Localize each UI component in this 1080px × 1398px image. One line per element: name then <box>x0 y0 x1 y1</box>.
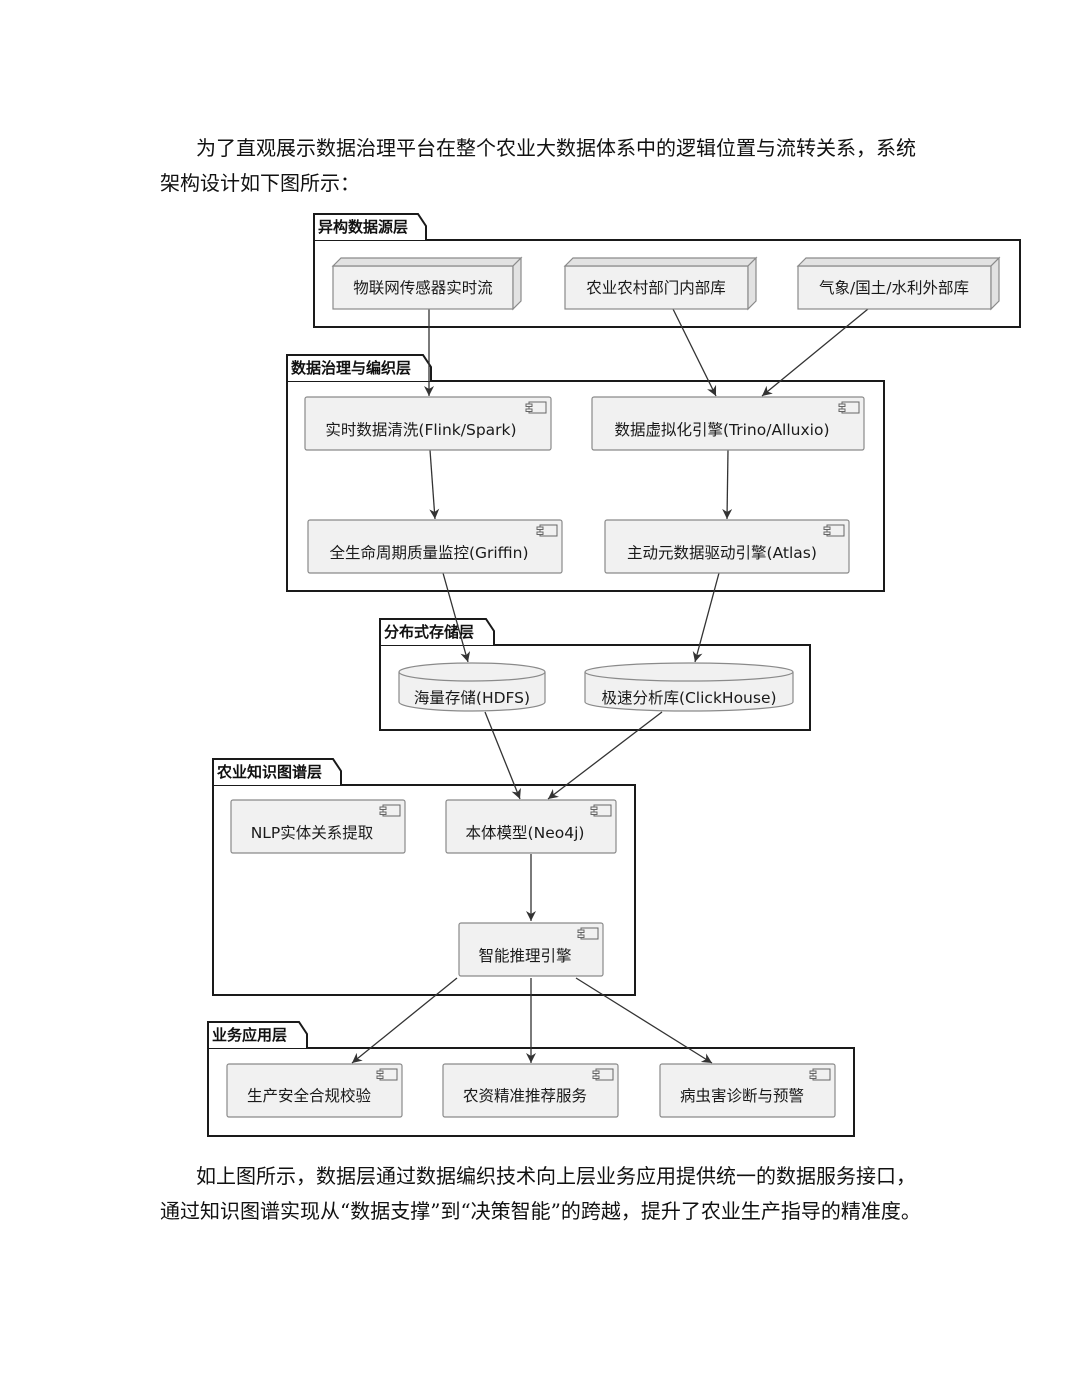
component-box <box>442 1063 619 1118</box>
edge-weather-dept-to-virtualization <box>761 308 869 397</box>
database-hdfs: 海量存储(HDFS) <box>398 662 546 712</box>
component-box <box>304 396 552 451</box>
component-box <box>659 1063 836 1118</box>
component-realtime-clean: 实时数据清洗(Flink/Spark) <box>304 396 552 451</box>
edge-metadata-to-clickhouse <box>692 572 720 663</box>
node-box-depth <box>796 257 1001 267</box>
edge-agri-dept-to-virtualization <box>672 308 717 397</box>
node-box-depth <box>990 256 1000 311</box>
conclusion-paragraph: 如上图所示，数据层通过数据编织技术向上层业务应用提供统一的数据服务接口，通过知识… <box>160 1164 921 1223</box>
node-label: 气象/国土/水利外部库 <box>819 279 969 297</box>
edge-realtime-clean-to-quality <box>429 449 440 520</box>
component-icon <box>592 1068 614 1081</box>
package-title: 农业知识图谱层 <box>216 763 322 781</box>
component-label: 智能推理引擎 <box>478 947 571 965</box>
node-label: 农业农村部门内部库 <box>586 279 726 297</box>
database-body <box>398 672 546 712</box>
component-box <box>307 519 563 574</box>
node-label: 物联网传感器实时流 <box>353 279 493 297</box>
component-nlp: NLP实体关系提取 <box>230 799 406 854</box>
component-icon <box>577 927 599 940</box>
package-title: 数据治理与编织层 <box>291 359 411 377</box>
package-title: 异构数据源层 <box>318 218 408 236</box>
component-label: 本体模型(Neo4j) <box>466 824 585 842</box>
component-label: 全生命周期质量监控(Griffin) <box>329 544 528 562</box>
edges <box>351 308 869 1064</box>
package-title: 业务应用层 <box>212 1026 287 1044</box>
component-label: NLP实体关系提取 <box>251 824 374 842</box>
component-virtualization: 数据虚拟化引擎(Trino/Alluxio) <box>591 396 865 451</box>
node-box-depth <box>747 256 757 311</box>
node-box <box>332 265 514 310</box>
node-agri-dept-db: 农业农村部门内部库 <box>563 256 758 311</box>
edge-virtualization-to-metadata <box>722 449 733 520</box>
component-metadata: 主动元数据驱动引擎(Atlas) <box>604 519 850 574</box>
edge-quality-to-hdfs <box>442 572 471 663</box>
component-icon <box>590 804 612 817</box>
component-label: 数据虚拟化引擎(Trino/Alluxio) <box>615 421 830 439</box>
database-top <box>584 662 794 682</box>
package-tab <box>207 1021 308 1048</box>
component-compliance: 生产安全合规校验 <box>226 1063 403 1118</box>
database-clickhouse: 极速分析库(ClickHouse) <box>584 662 794 712</box>
component-recommend: 农资精准推荐服务 <box>442 1063 619 1118</box>
node-iot-stream: 物联网传感器实时流 <box>331 256 523 311</box>
component-box <box>445 799 617 854</box>
component-reasoning: 智能推理引擎 <box>458 922 604 977</box>
component-label: 主动元数据驱动引擎(Atlas) <box>627 544 817 562</box>
component-icon <box>376 1068 398 1081</box>
component-ontology: 本体模型(Neo4j) <box>445 799 617 854</box>
component-pest: 病虫害诊断与预警 <box>659 1063 836 1118</box>
component-icon <box>536 524 558 537</box>
node-box <box>797 265 992 310</box>
intro-paragraph: 为了直观展示数据治理平台在整个农业大数据体系中的逻辑位置与流转关系，系统架构设计… <box>160 136 916 195</box>
component-icon <box>379 804 401 817</box>
component-box <box>604 519 850 574</box>
component-label: 实时数据清洗(Flink/Spark) <box>325 421 516 439</box>
component-icon <box>809 1068 831 1081</box>
component-label: 生产安全合规校验 <box>247 1087 372 1105</box>
package-title: 分布式存储层 <box>384 623 474 641</box>
node-weather-dept-db: 气象/国土/水利外部库 <box>796 256 1001 311</box>
package-tab <box>212 758 342 785</box>
package-tab <box>286 354 432 381</box>
database-label: 极速分析库(ClickHouse) <box>601 689 776 707</box>
component-icon <box>838 401 860 414</box>
database-label: 海量存储(HDFS) <box>414 689 530 707</box>
component-icon <box>525 401 547 414</box>
component-box <box>230 799 406 854</box>
component-box <box>226 1063 403 1118</box>
component-label: 病虫害诊断与预警 <box>680 1087 804 1105</box>
component-box <box>458 922 604 977</box>
edge-clickhouse-to-ontology <box>547 711 663 800</box>
component-quality: 全生命周期质量监控(Griffin) <box>307 519 563 574</box>
component-box <box>591 396 865 451</box>
database-top <box>398 662 546 682</box>
node-box <box>564 265 749 310</box>
node-box-depth <box>512 256 522 311</box>
component-label: 农资精准推荐服务 <box>463 1087 587 1105</box>
node-box-depth <box>563 257 758 267</box>
node-box-depth <box>331 257 523 267</box>
component-icon <box>823 524 845 537</box>
database-body <box>584 672 794 712</box>
package-tab <box>313 213 427 240</box>
edge-reasoning-to-compliance <box>351 977 458 1064</box>
edge-reasoning-to-pest <box>575 977 713 1064</box>
edge-hdfs-to-ontology <box>484 711 521 800</box>
package-tab <box>379 618 495 645</box>
